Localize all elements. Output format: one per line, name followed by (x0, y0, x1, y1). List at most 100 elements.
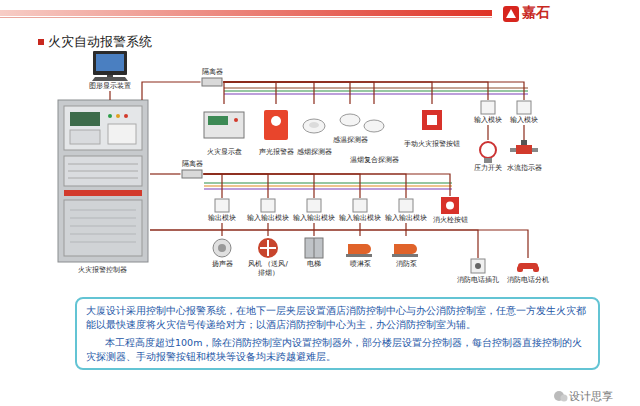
heat-detector-icon (340, 114, 360, 126)
logo-mark (506, 9, 516, 18)
device-label: 输入模块 (510, 116, 538, 125)
pump-head (361, 244, 371, 254)
manual-alarm-button: 手动火灾报警按钮 (403, 104, 461, 149)
wire (523, 125, 524, 140)
flow-indicator-icon (516, 145, 532, 154)
wire (224, 82, 525, 100)
controller-cabinet (58, 100, 148, 262)
device-label: 感温探测器 (333, 136, 368, 145)
wire (150, 230, 478, 258)
handset-end (533, 266, 539, 272)
indicator-light (124, 114, 128, 118)
indicator-light (116, 114, 120, 118)
wire (204, 174, 315, 198)
monitor (93, 51, 127, 75)
alarm-controller: 火灾报警控制器 (55, 100, 150, 275)
title: 火灾自动报警系统 (48, 34, 152, 50)
manual-button-icon (422, 110, 442, 130)
logo-emblem (503, 6, 519, 22)
elevator-door (314, 238, 315, 258)
note-text: 本工程高度超过100m，除在消防控制室内设置控制器外，部分楼层设置分控制器，每台… (86, 336, 589, 363)
device-label: 火灾报警控制器 (55, 266, 150, 275)
smoke-detector-icon (303, 119, 325, 133)
speaker-cone (218, 244, 226, 252)
device-label: 电梯 (305, 260, 323, 269)
device-label: 消防电话分机 (507, 276, 549, 285)
header-bar (0, 10, 492, 16)
device-label: 喷淋泵 (347, 260, 373, 269)
wire (487, 125, 488, 140)
device-label: 消防电话插孔 (457, 276, 499, 285)
wire (224, 82, 433, 104)
input-module: 输入模块 (473, 100, 503, 125)
device-label: 输出模块 (208, 214, 236, 223)
elevator: 电梯 (304, 236, 324, 269)
bus-wire (224, 93, 528, 94)
isolator: 隔离器 (181, 160, 204, 179)
device-label: 声光报警器 (259, 148, 294, 157)
isolator-symbol (182, 170, 202, 178)
indicator-light (108, 114, 112, 118)
hydrant-button: 消火栓按钮 (432, 196, 469, 225)
detector-core (309, 122, 319, 128)
device-label: 手动火灾报警按钮 (404, 140, 460, 149)
speaker: 扬声器 (211, 236, 234, 269)
io-module: 输入输出模块 (292, 198, 336, 223)
device-label: 感烟探测器 (297, 148, 332, 157)
pump-base (346, 254, 372, 257)
wire (142, 82, 201, 100)
wire (224, 82, 375, 104)
device-label: 消火栓按钮 (433, 216, 468, 225)
sprinkler-pump: 喷淋泵 (346, 236, 374, 269)
header-line (0, 17, 492, 18)
wire (109, 91, 110, 100)
wire (224, 82, 315, 104)
device-label: 温烟复合探测器 (350, 156, 399, 165)
controller-screen (70, 112, 100, 126)
device-label: 输入输出模块 (339, 214, 381, 223)
heat-detector: 感温探测器 (332, 104, 369, 145)
wire (204, 174, 451, 196)
alarm-icon (264, 110, 288, 140)
fire-display-panel: 火灾显示盘 (203, 104, 245, 157)
wire (204, 174, 407, 198)
monitor-screen (96, 54, 124, 71)
isolator-symbol (202, 78, 222, 86)
module-icon (261, 199, 275, 212)
controller-keys (70, 130, 100, 144)
output-module: 输出模块 (207, 198, 237, 223)
io-module: 输入输出模块 (384, 198, 428, 223)
elevator-icon (305, 238, 323, 258)
pipe (484, 158, 492, 163)
bus-wire (204, 182, 452, 183)
speaker-icon (213, 239, 231, 257)
bus-wire (204, 188, 452, 189)
wire (150, 230, 528, 258)
handset-end (517, 266, 523, 272)
button-glass (427, 115, 437, 125)
bus-wire (224, 87, 528, 88)
io-module: 输入输出模块 (338, 198, 382, 223)
wire (204, 174, 269, 198)
smoke-detector: 感烟探测器 (296, 104, 333, 157)
controller-base (64, 200, 142, 256)
keyboard (92, 77, 128, 81)
pressure-switch-icon (480, 142, 496, 158)
device-label: 消防泵 (393, 260, 419, 269)
wire (224, 82, 351, 104)
device-label: 水流指示器 (507, 164, 542, 173)
wire (204, 174, 361, 198)
display-screen (208, 116, 228, 125)
wire (150, 173, 181, 174)
alarm-lens (271, 116, 281, 126)
module-icon (399, 199, 413, 212)
input-module: 输入模块 (509, 100, 539, 125)
wire (224, 82, 489, 100)
note-box: 大厦设计采用控制中心报警系统，在地下一层夹层设置酒店消防控制中心与办公消防控制室… (75, 297, 600, 370)
pressure-switch: 压力开关 (473, 140, 503, 173)
controller-printer (108, 124, 136, 144)
module-icon (353, 199, 367, 212)
bus-wire (224, 90, 528, 91)
fire-pump: 消防泵 (392, 236, 420, 269)
